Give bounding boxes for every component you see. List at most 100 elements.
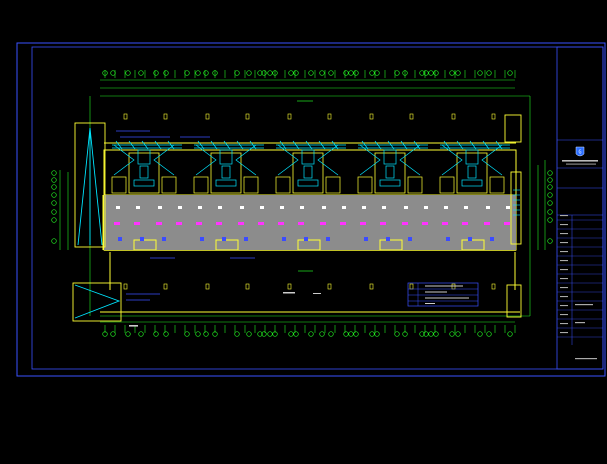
room-label-mark (178, 206, 182, 209)
axis-bubble (449, 70, 455, 76)
axis-bubble (328, 331, 334, 337)
axis-bubble (486, 331, 492, 337)
door-tag (364, 237, 368, 241)
fixture-group (440, 140, 510, 187)
title-block-row-label (560, 305, 568, 307)
unit-core-wall (128, 152, 160, 194)
axis-bubble (428, 331, 434, 337)
axis-bubble (138, 331, 144, 337)
bath-fixture (137, 149, 151, 165)
hatch-stroke (469, 140, 477, 150)
room-label-mark (444, 206, 448, 209)
title-block-row-label (560, 323, 568, 325)
window-mark (123, 283, 128, 290)
bedroom-wall (357, 176, 373, 194)
hatch-stroke (223, 140, 231, 150)
door-tag (304, 237, 308, 241)
axis-bubble (51, 192, 57, 198)
fixture-marker (156, 222, 162, 225)
axis-bubble (547, 200, 553, 206)
unit-3 (275, 113, 346, 290)
axis-bubble (348, 70, 354, 76)
axis-bubble (547, 177, 553, 183)
trellis-line (195, 144, 217, 176)
bedroom-wall (243, 176, 259, 194)
hatch-stroke (167, 140, 175, 150)
fixture-marker (216, 222, 222, 225)
axis-bubble (319, 70, 325, 76)
entry-vestibule (461, 239, 485, 251)
svg-text:G: G (578, 150, 581, 156)
unit-core-wall (292, 152, 324, 194)
window-mark (327, 113, 332, 120)
axis-bubble (163, 331, 169, 337)
axis-bubble (343, 70, 349, 76)
axis-bubble (308, 70, 314, 76)
kitchen-fixture (221, 165, 231, 179)
axis-bubble (288, 70, 294, 76)
axis-bubble (423, 70, 429, 76)
fixture-group (194, 140, 264, 187)
axis-bubble (234, 70, 240, 76)
hatch-stroke (413, 140, 421, 150)
title-block-row-value (575, 358, 597, 360)
window-mark (451, 113, 456, 120)
fixture-marker (402, 222, 408, 225)
unit-4 (357, 113, 428, 290)
left-stair[interactable] (72, 122, 122, 322)
axis-bubble (369, 331, 375, 337)
right-stair[interactable] (504, 114, 522, 318)
room-label-mark (300, 206, 304, 209)
fixture-marker (340, 222, 346, 225)
window-mark (205, 113, 210, 120)
fixture-marker (278, 222, 284, 225)
axis-bubble (547, 192, 553, 198)
bedroom-wall (161, 176, 177, 194)
axis-bubble (369, 70, 375, 76)
title-block-row-label (560, 269, 568, 271)
bedroom-wall (325, 176, 341, 194)
legend-box[interactable] (407, 282, 479, 307)
axis-bubbles[interactable] (51, 70, 553, 337)
fixture-group (358, 140, 428, 187)
corridor-hatch (104, 195, 516, 250)
title-block-row-value (575, 304, 593, 306)
axis-bubble (374, 331, 380, 337)
axis-bubble (212, 70, 218, 76)
trellis-line (235, 144, 257, 176)
kitchen-fixture (139, 165, 149, 179)
axis-bubble (212, 331, 218, 337)
axis-bubble (163, 70, 169, 76)
axis-bubble (51, 184, 57, 190)
fixture-marker (320, 222, 326, 225)
entry-vestibule (297, 239, 321, 251)
fixture-marker (134, 222, 140, 225)
title-block-row-label (560, 287, 568, 289)
fixture-marker (114, 222, 120, 225)
bedroom-wall (275, 176, 291, 194)
door-tag (118, 237, 122, 241)
room-label-mark (280, 206, 284, 209)
axis-bubble (102, 331, 108, 337)
axis-bubble (288, 331, 294, 337)
title-block-row-label (560, 233, 568, 235)
counter-fixture (215, 179, 237, 187)
title-block[interactable]: G (556, 46, 604, 370)
axis-bubble (102, 70, 108, 76)
door-tag (408, 237, 412, 241)
window-mark (287, 113, 292, 120)
axis-bubble (308, 331, 314, 337)
room-label-mark (116, 206, 120, 209)
bedroom-wall (407, 176, 423, 194)
axis-bubble (257, 70, 263, 76)
balcony-fixtures (112, 140, 510, 187)
window-mark (491, 113, 496, 120)
axis-bubble (125, 70, 131, 76)
axis-bubble (195, 70, 201, 76)
residential-units[interactable] (111, 113, 510, 290)
trellis-line (481, 144, 503, 176)
fixture-marker (360, 222, 366, 225)
door-tag (468, 237, 472, 241)
trellis-line (113, 144, 135, 176)
